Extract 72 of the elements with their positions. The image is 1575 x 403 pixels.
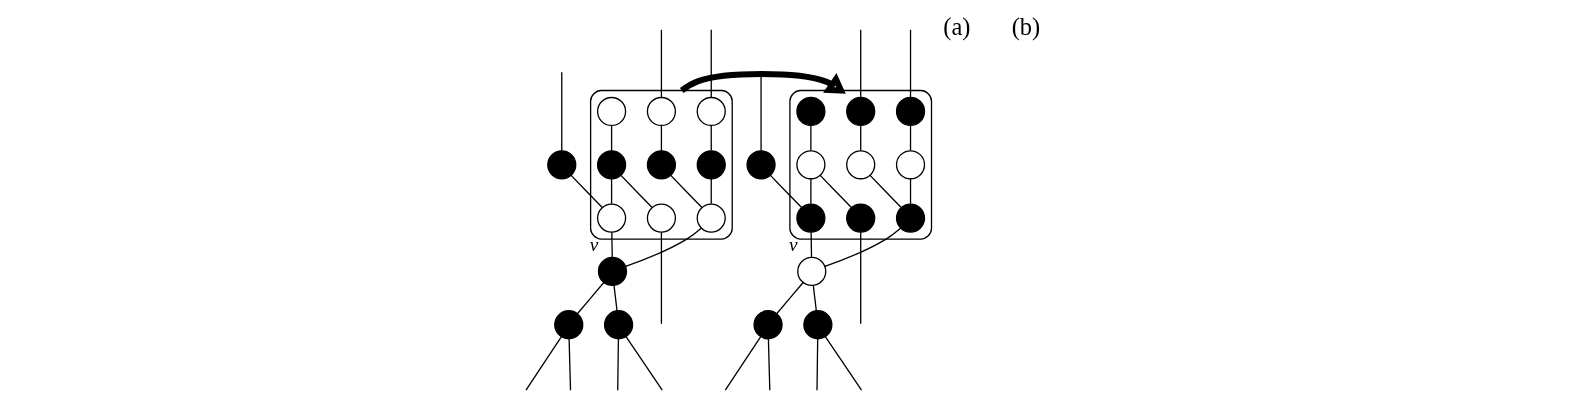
node-circle: [895, 203, 926, 233]
connector: [776, 281, 804, 315]
connector: [611, 231, 613, 258]
connector: [824, 336, 863, 391]
node-circle: [696, 203, 726, 233]
node-circle: [797, 256, 827, 287]
node-circle: [846, 150, 876, 180]
cluster: [789, 89, 933, 240]
connector: [769, 174, 803, 209]
connector: [810, 124, 812, 152]
connector: [824, 227, 902, 267]
node-label: v: [789, 233, 798, 255]
connector: [724, 336, 762, 391]
node-circle: [803, 310, 833, 340]
connector: [617, 338, 620, 391]
connector: [710, 29, 712, 98]
node-circle: [596, 96, 627, 127]
connector: [610, 178, 613, 205]
connector: [869, 174, 902, 209]
connector: [525, 336, 562, 391]
connector: [819, 174, 853, 209]
node-circle: [596, 150, 627, 180]
node-circle: [696, 150, 726, 180]
connector: [660, 231, 663, 325]
connector: [568, 338, 572, 391]
connector: [620, 174, 653, 209]
node-circle: [895, 96, 926, 127]
connector: [909, 124, 912, 152]
node-circle: [796, 150, 826, 180]
connector: [660, 29, 663, 98]
connector: [625, 336, 663, 391]
node-circle: [696, 96, 726, 127]
node-circle: [646, 150, 677, 180]
connector: [860, 231, 862, 325]
connector: [810, 178, 812, 205]
node-circle: [753, 310, 783, 340]
connector: [767, 338, 771, 391]
node-circle: [646, 96, 677, 127]
connector: [570, 174, 603, 209]
connector: [909, 178, 912, 205]
connector: [576, 281, 605, 315]
connector: [810, 231, 813, 258]
node-circle: [746, 150, 776, 180]
node-circle: [547, 150, 577, 180]
node-circle: [796, 96, 826, 127]
connector: [816, 338, 819, 391]
connector: [710, 178, 712, 205]
cluster: [589, 89, 733, 240]
label: (b): [1011, 12, 1041, 40]
node-circle: [646, 203, 677, 233]
node-circle: [796, 203, 826, 233]
node-circle: [597, 256, 628, 287]
node-circle: [554, 310, 584, 340]
connector: [909, 29, 912, 98]
connector: [670, 174, 703, 209]
connector: [561, 71, 563, 152]
node-circle: [603, 310, 634, 340]
connector: [860, 124, 862, 152]
node-circle: [596, 203, 627, 233]
node-circle: [846, 203, 876, 233]
node-label: v: [589, 233, 599, 255]
connector: [812, 284, 817, 312]
node-circle: [846, 96, 876, 127]
connector: [860, 29, 862, 98]
connector: [613, 284, 618, 312]
label: (a): [943, 12, 971, 40]
connector: [710, 124, 712, 152]
connector: [624, 227, 702, 267]
arrow: [679, 71, 846, 94]
connector: [610, 124, 613, 152]
node-circle: [895, 150, 926, 180]
connector: [660, 124, 663, 152]
